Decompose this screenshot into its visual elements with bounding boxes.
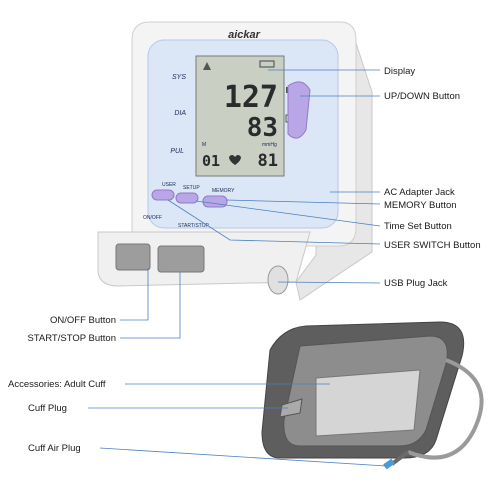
lcd-unit: mmHg xyxy=(262,142,277,148)
label-pul: PUL xyxy=(170,148,184,155)
user-icon xyxy=(203,62,211,70)
cuff-air-plug xyxy=(383,458,395,470)
heart-icon xyxy=(229,155,241,165)
callout-startstop: START/STOP Button xyxy=(27,333,116,344)
lcd-mem-label: M xyxy=(202,142,206,148)
label-start-stop: START/STOP xyxy=(178,223,210,229)
label-memory: MEMORY xyxy=(212,188,235,194)
label-dia: DIA xyxy=(174,110,186,117)
callout-memory: MEMORY Button xyxy=(384,200,457,211)
on-off-button[interactable] xyxy=(115,243,151,271)
label-on-off: ON/OFF xyxy=(143,215,162,221)
callout-updown: UP/DOWN Button xyxy=(384,91,460,102)
air-tube xyxy=(407,358,484,460)
usb-plug-jack xyxy=(267,265,289,295)
callout-timeset: Time Set Button xyxy=(384,221,452,232)
user-button[interactable] xyxy=(151,189,175,201)
cuff-label-panel xyxy=(315,369,421,437)
lcd-mem-value: 01 xyxy=(202,152,220,170)
lcd-pulse-value: 81 xyxy=(258,151,278,171)
cuff-plug xyxy=(279,398,303,418)
callout-cuff: Accessories: Adult Cuff xyxy=(8,379,106,390)
brand-logo: aickar xyxy=(228,29,261,41)
start-stop-button[interactable] xyxy=(157,245,205,273)
memory-button[interactable] xyxy=(202,195,228,208)
battery-icon xyxy=(259,60,275,68)
setup-button[interactable] xyxy=(175,192,199,204)
lcd-dia-value: 83 xyxy=(247,113,278,143)
callout-ac-jack: AC Adapter Jack xyxy=(384,187,455,198)
label-sys: SYS xyxy=(172,74,186,81)
callout-usb: USB Plug Jack xyxy=(384,278,448,289)
callout-display: Display xyxy=(384,66,415,77)
callout-userswitch: USER SWITCH Button xyxy=(384,240,481,251)
callout-onoff: ON/OFF Button xyxy=(50,315,116,326)
air-tube-end xyxy=(390,450,410,466)
callout-airplug: Cuff Air Plug xyxy=(28,443,81,454)
leader-lines xyxy=(88,69,387,467)
callout-cuffplug: Cuff Plug xyxy=(28,403,67,414)
label-user: USER xyxy=(162,182,176,188)
label-setup: SETUP xyxy=(183,185,200,191)
lcd-sys-value: 127 xyxy=(224,80,278,115)
